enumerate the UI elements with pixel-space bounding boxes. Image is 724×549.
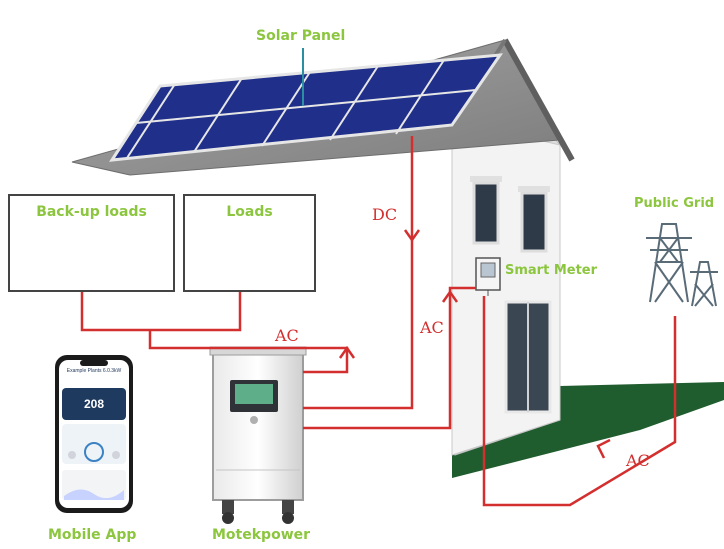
wiring bbox=[80, 136, 677, 507]
window-upper-left bbox=[472, 181, 500, 245]
meter-wire bbox=[303, 286, 476, 430]
backup-loads-box: Back-up loads bbox=[8, 194, 175, 292]
solar-panel bbox=[109, 53, 504, 162]
motekpower-unit bbox=[209, 346, 307, 524]
dc-wire bbox=[303, 136, 414, 410]
public-grid-label: Public Grid bbox=[634, 196, 715, 211]
solar-panel-label: Solar Panel bbox=[256, 28, 346, 44]
window-upper-right bbox=[520, 191, 548, 253]
ac-grid-flow-label: AC bbox=[626, 451, 650, 470]
flow-arrows bbox=[338, 229, 611, 459]
backup-loads-label: Back-up loads bbox=[36, 204, 147, 220]
ac-meter-flow-label: AC bbox=[420, 318, 444, 337]
ac-loads-flow-label: AC bbox=[275, 326, 299, 345]
grid-wire bbox=[482, 296, 677, 507]
mobile-app-phone bbox=[55, 355, 133, 513]
loads-label: Loads bbox=[226, 204, 273, 220]
mobile-app-label: Mobile App bbox=[48, 527, 137, 543]
smart-meter-label: Smart Meter bbox=[505, 263, 598, 278]
phone-screen-value: 208 bbox=[83, 397, 105, 411]
loads-box: Loads bbox=[183, 194, 316, 292]
grid-tower-icon bbox=[646, 223, 718, 307]
dc-flow-label: DC bbox=[372, 205, 398, 224]
phone-screen-title: Example Plants 6.0.3kW bbox=[66, 368, 122, 374]
motekpower-label: Motekpower bbox=[212, 527, 311, 543]
smart-meter bbox=[475, 257, 501, 296]
loads-wire bbox=[80, 292, 242, 332]
gable-edge bbox=[502, 38, 575, 162]
house bbox=[71, 38, 724, 478]
